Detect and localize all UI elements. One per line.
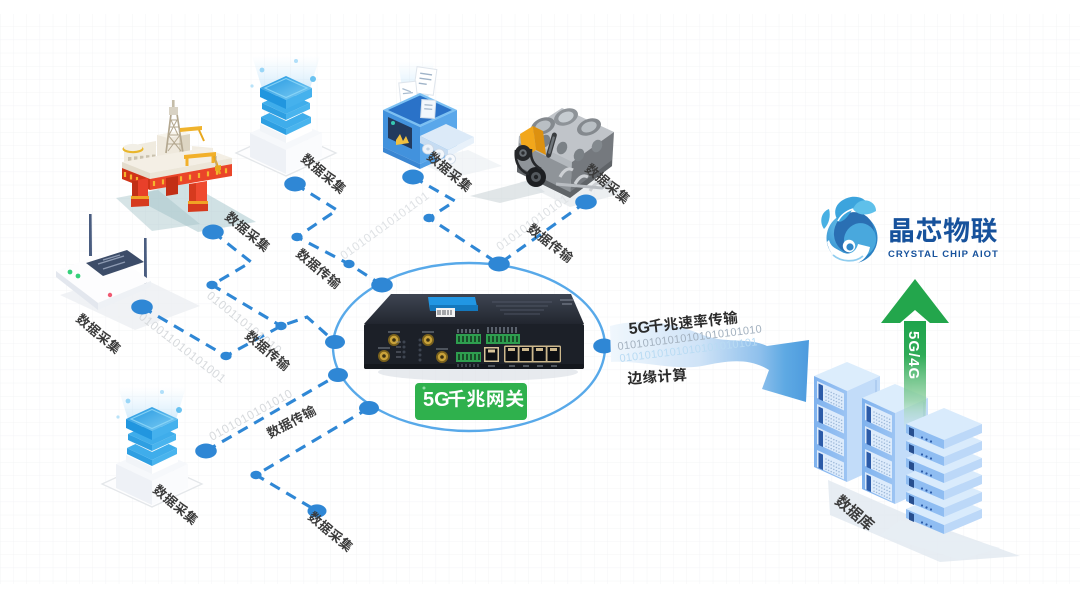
svg-text:5G: 5G [628,319,651,338]
svg-text:5G/4G: 5G/4G [905,331,922,380]
svg-text:5G: 5G [423,389,450,411]
svg-text:CRYSTAL CHIP AIOT: CRYSTAL CHIP AIOT [888,249,999,260]
